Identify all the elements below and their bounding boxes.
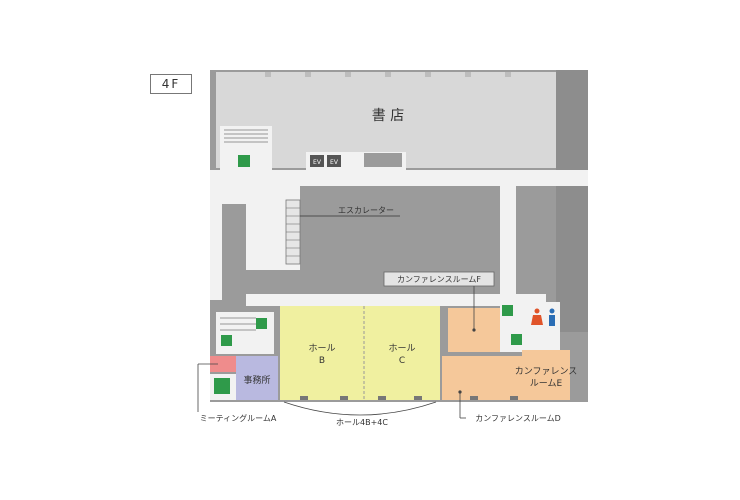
- conf-e-label: カンファレンス: [515, 366, 578, 377]
- conference-room-d[interactable]: [442, 356, 522, 400]
- bookstore-ticks: [265, 72, 511, 77]
- exit-sign-icon: [511, 334, 522, 345]
- conf-e-label-2: ルームE: [530, 378, 563, 389]
- conference-room-e[interactable]: [522, 350, 570, 400]
- hall-b-letter: B: [319, 356, 325, 366]
- callout-meeting-a: ミーティングルームA: [200, 413, 277, 423]
- stair-steps: [224, 129, 268, 143]
- office-label: 事務所: [243, 374, 270, 386]
- bookstore-label: 書 店: [372, 108, 404, 124]
- corridor-segment: [246, 294, 546, 306]
- hall-brace: [283, 401, 437, 416]
- floor-label: 4F: [150, 74, 192, 94]
- elevator-label-1: EV: [313, 159, 322, 166]
- callout-conf-d: カンファレンスルームD: [475, 414, 561, 423]
- elevator-label-2: EV: [330, 159, 339, 166]
- women-restroom-icon: [531, 308, 543, 325]
- escalator-steps: [286, 207, 300, 257]
- callout-conf-f: カンファレンスルームF: [397, 275, 481, 284]
- exit-sign-icon: [238, 155, 250, 167]
- callout-hall-4bc: ホール4B+4C: [336, 418, 388, 427]
- meeting-room-a[interactable]: [210, 356, 236, 372]
- hall-b[interactable]: [280, 306, 364, 400]
- lift-icon: [214, 378, 230, 394]
- hall-c[interactable]: [364, 306, 440, 400]
- door-ticks: [300, 396, 518, 400]
- exit-sign-icon: [256, 318, 267, 329]
- escalator-label: エスカレーター: [338, 206, 394, 215]
- hall-b-label: ホール: [308, 343, 335, 354]
- stair-steps: [220, 317, 256, 331]
- hall-c-letter: C: [399, 356, 405, 366]
- office-room[interactable]: [236, 356, 278, 400]
- corridor-segment: [500, 182, 516, 312]
- elevator-icon: [327, 155, 341, 167]
- exit-sign-icon: [502, 305, 513, 316]
- elevator-block: [364, 153, 402, 167]
- elevator-icon: [310, 155, 324, 167]
- east-tower: [556, 70, 588, 332]
- callout-box-conf-f: [383, 271, 495, 287]
- exit-sign-icon: [221, 335, 232, 346]
- hall-c-label: ホール: [388, 343, 415, 354]
- men-restroom-icon: [549, 308, 555, 326]
